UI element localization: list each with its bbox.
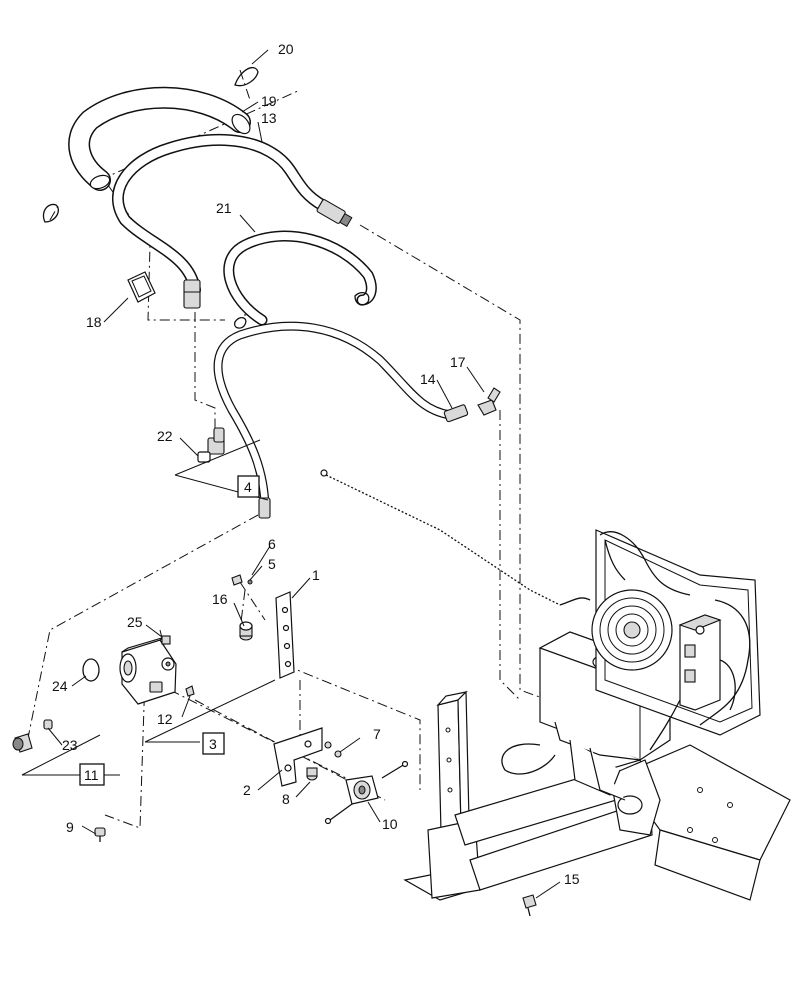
part-10-valve [324,760,409,825]
callout-14: 14 [420,371,436,387]
boxed-reference-3: 3 [202,732,225,755]
part-7-nut [324,741,342,758]
valve-block [649,614,736,751]
callout-1: 1 [312,567,320,583]
callout-18: 18 [86,314,102,330]
part-23-fitting [12,719,120,776]
part-15-bolt [522,894,537,917]
callout-5: 5 [268,556,276,572]
callout-22: 22 [157,428,173,444]
part-13-hose [112,133,353,309]
callout-25: 25 [127,614,143,630]
boxed-reference-4: 4 [237,475,260,498]
part-25-fitting [161,635,171,645]
leader-lines [47,49,561,899]
callout-2: 2 [243,782,251,798]
pump-assembly [119,636,276,743]
boxed-reference-11: 11 [79,763,105,786]
box-ref-3: 3 [209,736,217,752]
callout-16: 16 [212,591,228,607]
callout-12: 12 [157,711,173,727]
callout-23: 23 [62,737,78,753]
callout-13: 13 [261,110,277,126]
part-1-bracket [275,591,295,679]
part-17-elbow-fitting [477,387,501,416]
callout-17: 17 [450,354,466,370]
callout-9: 9 [66,819,74,835]
callout-labels: 20 19 13 21 18 22 14 17 6 5 1 16 25 24 1… [52,41,580,887]
part-2-mounting-plate [273,727,323,787]
callout-7: 7 [373,726,381,742]
part-21-hose [223,230,377,329]
callout-6: 6 [268,536,276,552]
callout-21: 21 [216,200,232,216]
box-ref-11: 11 [84,767,99,783]
part-18-gasket [127,271,156,303]
part-19-hose [68,86,251,191]
assembly-center-lines [27,69,549,829]
part-5-6-hardware [231,574,253,586]
box-ref-4: 4 [244,479,252,495]
callout-24: 24 [52,678,68,694]
part-14-hose [213,321,469,519]
callout-19: 19 [261,93,277,109]
callout-20: 20 [278,41,294,57]
callout-15: 15 [564,871,580,887]
part-16-spacer [239,621,253,641]
part-24-oring [82,658,100,682]
callout-8: 8 [282,791,290,807]
part-8-spacer [306,767,318,781]
sensor-wire [320,469,591,606]
part-9-bolt [94,827,106,842]
callout-10: 10 [382,816,398,832]
part-20-clamp [42,67,259,223]
part-12-screw [185,685,195,697]
